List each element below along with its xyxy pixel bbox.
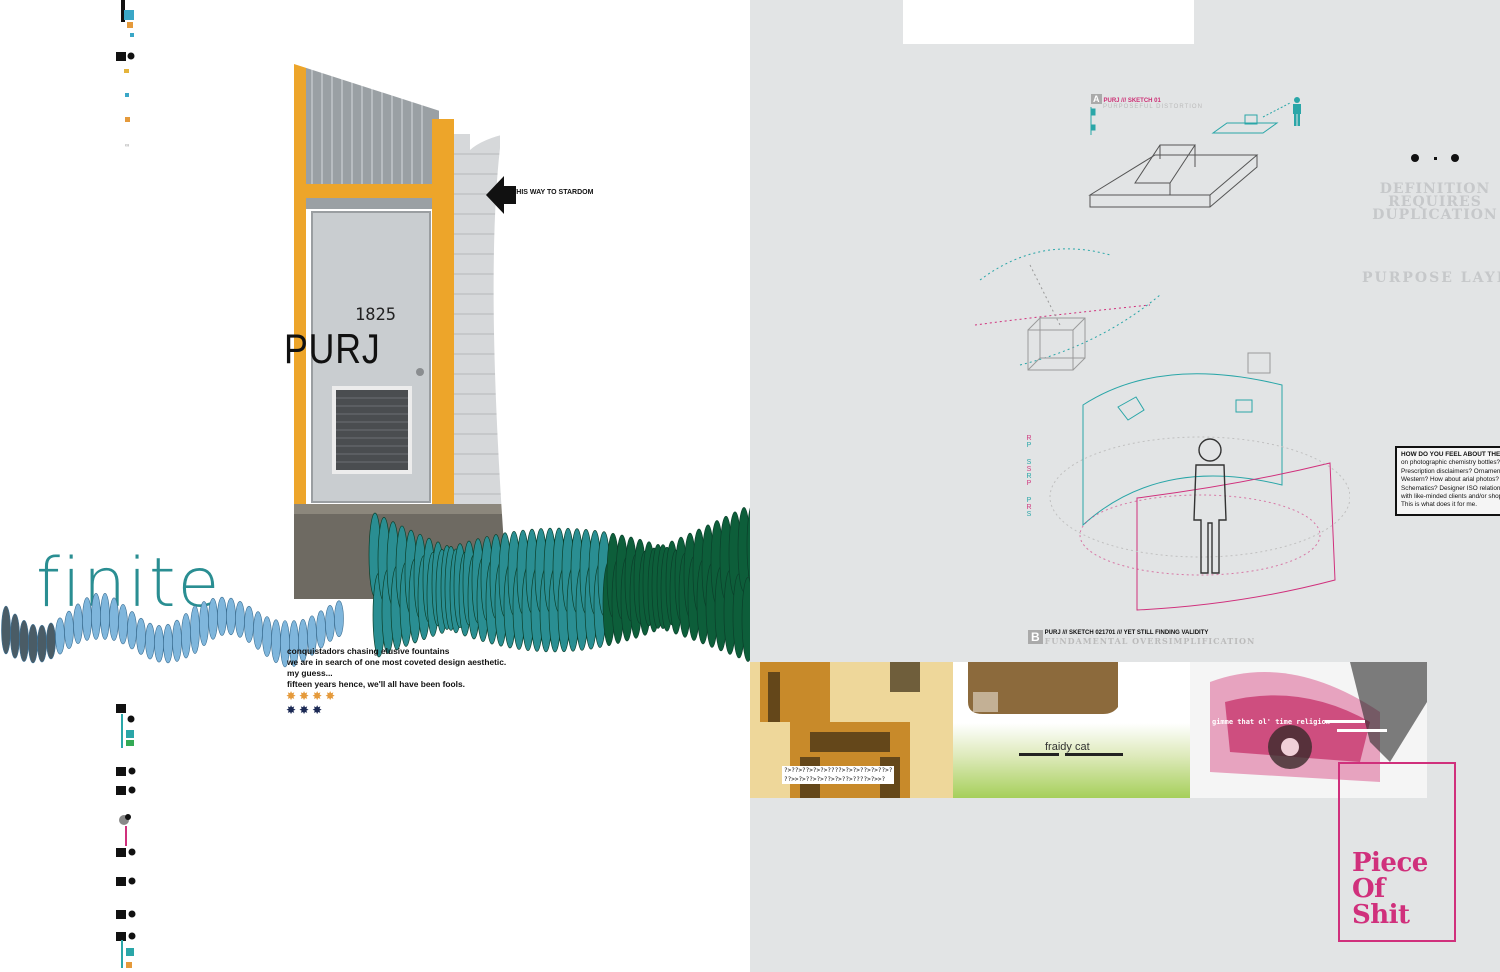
vertical-letter: P xyxy=(1026,480,1032,487)
finite-word: finite xyxy=(36,544,222,623)
slogan-line: DEFINITION xyxy=(1379,181,1491,197)
question-line: with like-minded clients and/or shop xyxy=(1401,493,1500,501)
question-title: HOW DO YOU FEEL ABOUT THE TY xyxy=(1401,451,1500,458)
camera-icon xyxy=(116,52,135,61)
label-a-sub: PURPOSEFUL DISTORTION xyxy=(1103,104,1203,110)
label-a-letter: A xyxy=(1091,94,1102,104)
slogan: DEFINITION REQUIRES DUPLICATION xyxy=(1362,181,1500,223)
orange-stars: ✸✸✸✸ xyxy=(286,689,339,703)
square-icon xyxy=(125,117,130,122)
vertical-letter: S xyxy=(1026,466,1032,473)
logo-word: Of xyxy=(1352,874,1385,904)
logo-box: Piece Of Shit xyxy=(1338,762,1456,942)
question-box: HOW DO YOU FEEL ABOUT THE TY on photogra… xyxy=(1395,446,1500,516)
person-icon xyxy=(1293,97,1301,126)
square-icon xyxy=(125,93,129,97)
quote-line: we are in search of one most coveted des… xyxy=(287,657,507,667)
vertical-letter: P xyxy=(1026,497,1032,504)
label-b-letter: B xyxy=(1028,630,1043,644)
question-line: Western? How about arial photos? xyxy=(1401,476,1499,484)
icon-column: ∞ xyxy=(116,0,136,968)
question-line: This is what does it for me. xyxy=(1401,501,1478,509)
label-b-caption: PURJ /// SKETCH 021701 /// YET STILL FIN… xyxy=(1044,630,1209,636)
quote-block: conquistadors chasing elusive fountains … xyxy=(287,646,527,690)
tiny-glyph: ∞ xyxy=(125,143,129,149)
label-b-sub: FUNDAMENTAL OVERSIMPLIFICATION xyxy=(1044,636,1256,646)
thumbnail-excavator[interactable]: ?>??>??>?>?>????>?>?>??>?>??>? ??>>?>??>… xyxy=(750,662,953,798)
schematic-sketch xyxy=(974,248,1350,611)
icon-column-top xyxy=(121,0,134,37)
thumbnail-religion[interactable]: gimme that ol' time religion xyxy=(1190,662,1427,798)
question-line: Prescription disclaimers? Ornament xyxy=(1401,467,1500,475)
building-photo xyxy=(294,64,508,599)
religion-caption: gimme that ol' time religion xyxy=(1212,718,1331,726)
square-icon xyxy=(124,69,129,73)
logo-text: Piece Of Shit xyxy=(1352,850,1428,928)
thumbnail-strip: ?>??>??>?>?>????>?>?>??>?>??>? ??>>?>??>… xyxy=(750,662,1427,798)
logo-word: Piece xyxy=(1352,848,1428,878)
slogan-line: REQUIRES xyxy=(1388,194,1482,210)
question-line: Schematics? Designer ISO relations xyxy=(1401,484,1500,492)
scribble-line xyxy=(1019,753,1123,756)
vertical-letter: S xyxy=(1026,459,1032,466)
white-bars xyxy=(1325,720,1387,732)
thumb-1-line: ??>>?>??>?>??>?>??>????>?>>? xyxy=(782,775,895,784)
top-white-box xyxy=(903,0,1194,44)
blue-spring xyxy=(1,592,344,668)
arrow-caption[interactable]: THIS WAY TO STARDOM xyxy=(512,189,594,196)
vertical-letter: R xyxy=(1026,435,1032,442)
vertical-letter: R xyxy=(1026,504,1032,511)
thumbnail-fraidy-cat[interactable]: fraidy cat xyxy=(953,662,1190,798)
thumb-1-line: ?>??>??>?>?>????>?>?>??>?>??>? xyxy=(782,766,895,775)
thumb-1-text: ?>??>??>?>?>????>?>?>??>?>??>? ??>>?>??>… xyxy=(782,766,895,784)
vertical-letter: P xyxy=(1026,442,1032,449)
right-page xyxy=(750,0,1500,972)
vertical-letters: R P S S R P P R S xyxy=(1022,435,1036,518)
quote-line: my guess... xyxy=(287,668,333,678)
vertical-letter: S xyxy=(1026,511,1032,518)
navy-stars: ✸✸✸ xyxy=(286,703,326,717)
vertical-letter: R xyxy=(1026,473,1032,480)
purpose-layer-text: PURPOSE LAYER xyxy=(1362,270,1500,286)
arrow-left-icon xyxy=(486,176,516,214)
person-outline-icon xyxy=(1193,438,1227,574)
door-number: 1825 xyxy=(355,305,396,325)
quote-line: conquistadors chasing elusive fountains xyxy=(287,646,450,656)
slogan-line: DUPLICATION xyxy=(1372,207,1498,223)
iso-sketch-a xyxy=(1088,97,1301,208)
logo-word: Shit xyxy=(1352,900,1410,930)
label-a-caption: PURJ /// SKETCH 01 xyxy=(1103,98,1161,104)
fraidy-cat-caption: fraidy cat xyxy=(1045,741,1090,753)
dots-icon xyxy=(1411,154,1459,162)
icon-column-bottom xyxy=(116,704,136,968)
question-line: on photographic chemistry bottles? xyxy=(1401,459,1500,467)
sketch-label-b: B PURJ /// SKETCH 021701 /// YET STILL F… xyxy=(1028,630,1255,646)
quote-line: fifteen years hence, we'll all have been… xyxy=(287,679,465,689)
purj-mark: PURJ xyxy=(284,325,381,372)
